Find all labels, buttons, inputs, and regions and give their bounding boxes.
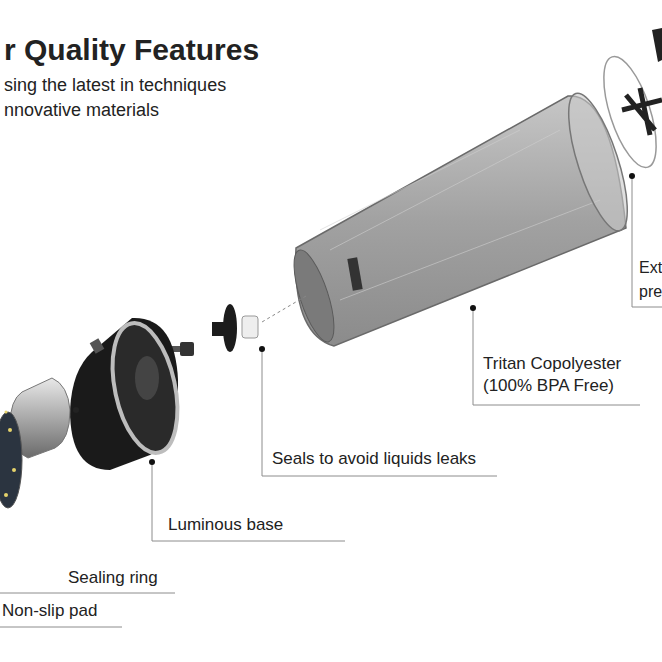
part-label: pre	[639, 282, 662, 303]
leader-lines	[0, 176, 662, 627]
cup-bottom	[286, 246, 342, 346]
part-label: Non-slip pad	[2, 600, 97, 622]
base-face	[102, 317, 188, 459]
subtitle: nnovative materials	[4, 99, 159, 122]
blade-top	[652, 28, 662, 62]
subtitle: sing the latest in techniques	[4, 74, 226, 97]
gasket-ring	[593, 51, 662, 174]
leader-dots	[149, 173, 635, 465]
seal-cylinder	[242, 316, 258, 338]
part-label: Ext	[639, 258, 662, 279]
part-label: Luminous base	[168, 514, 283, 536]
part-label: Sealing ring	[68, 567, 158, 589]
blades	[622, 88, 662, 135]
coupler	[180, 342, 194, 356]
non-slip-pad-shape	[0, 412, 22, 508]
part-label: Seals to avoid liquids leaks	[272, 448, 476, 470]
part-label: Tritan Copolyester (100% BPA Free)	[483, 353, 645, 397]
page-title: r Quality Features	[4, 30, 259, 69]
cup-tab	[347, 257, 362, 290]
